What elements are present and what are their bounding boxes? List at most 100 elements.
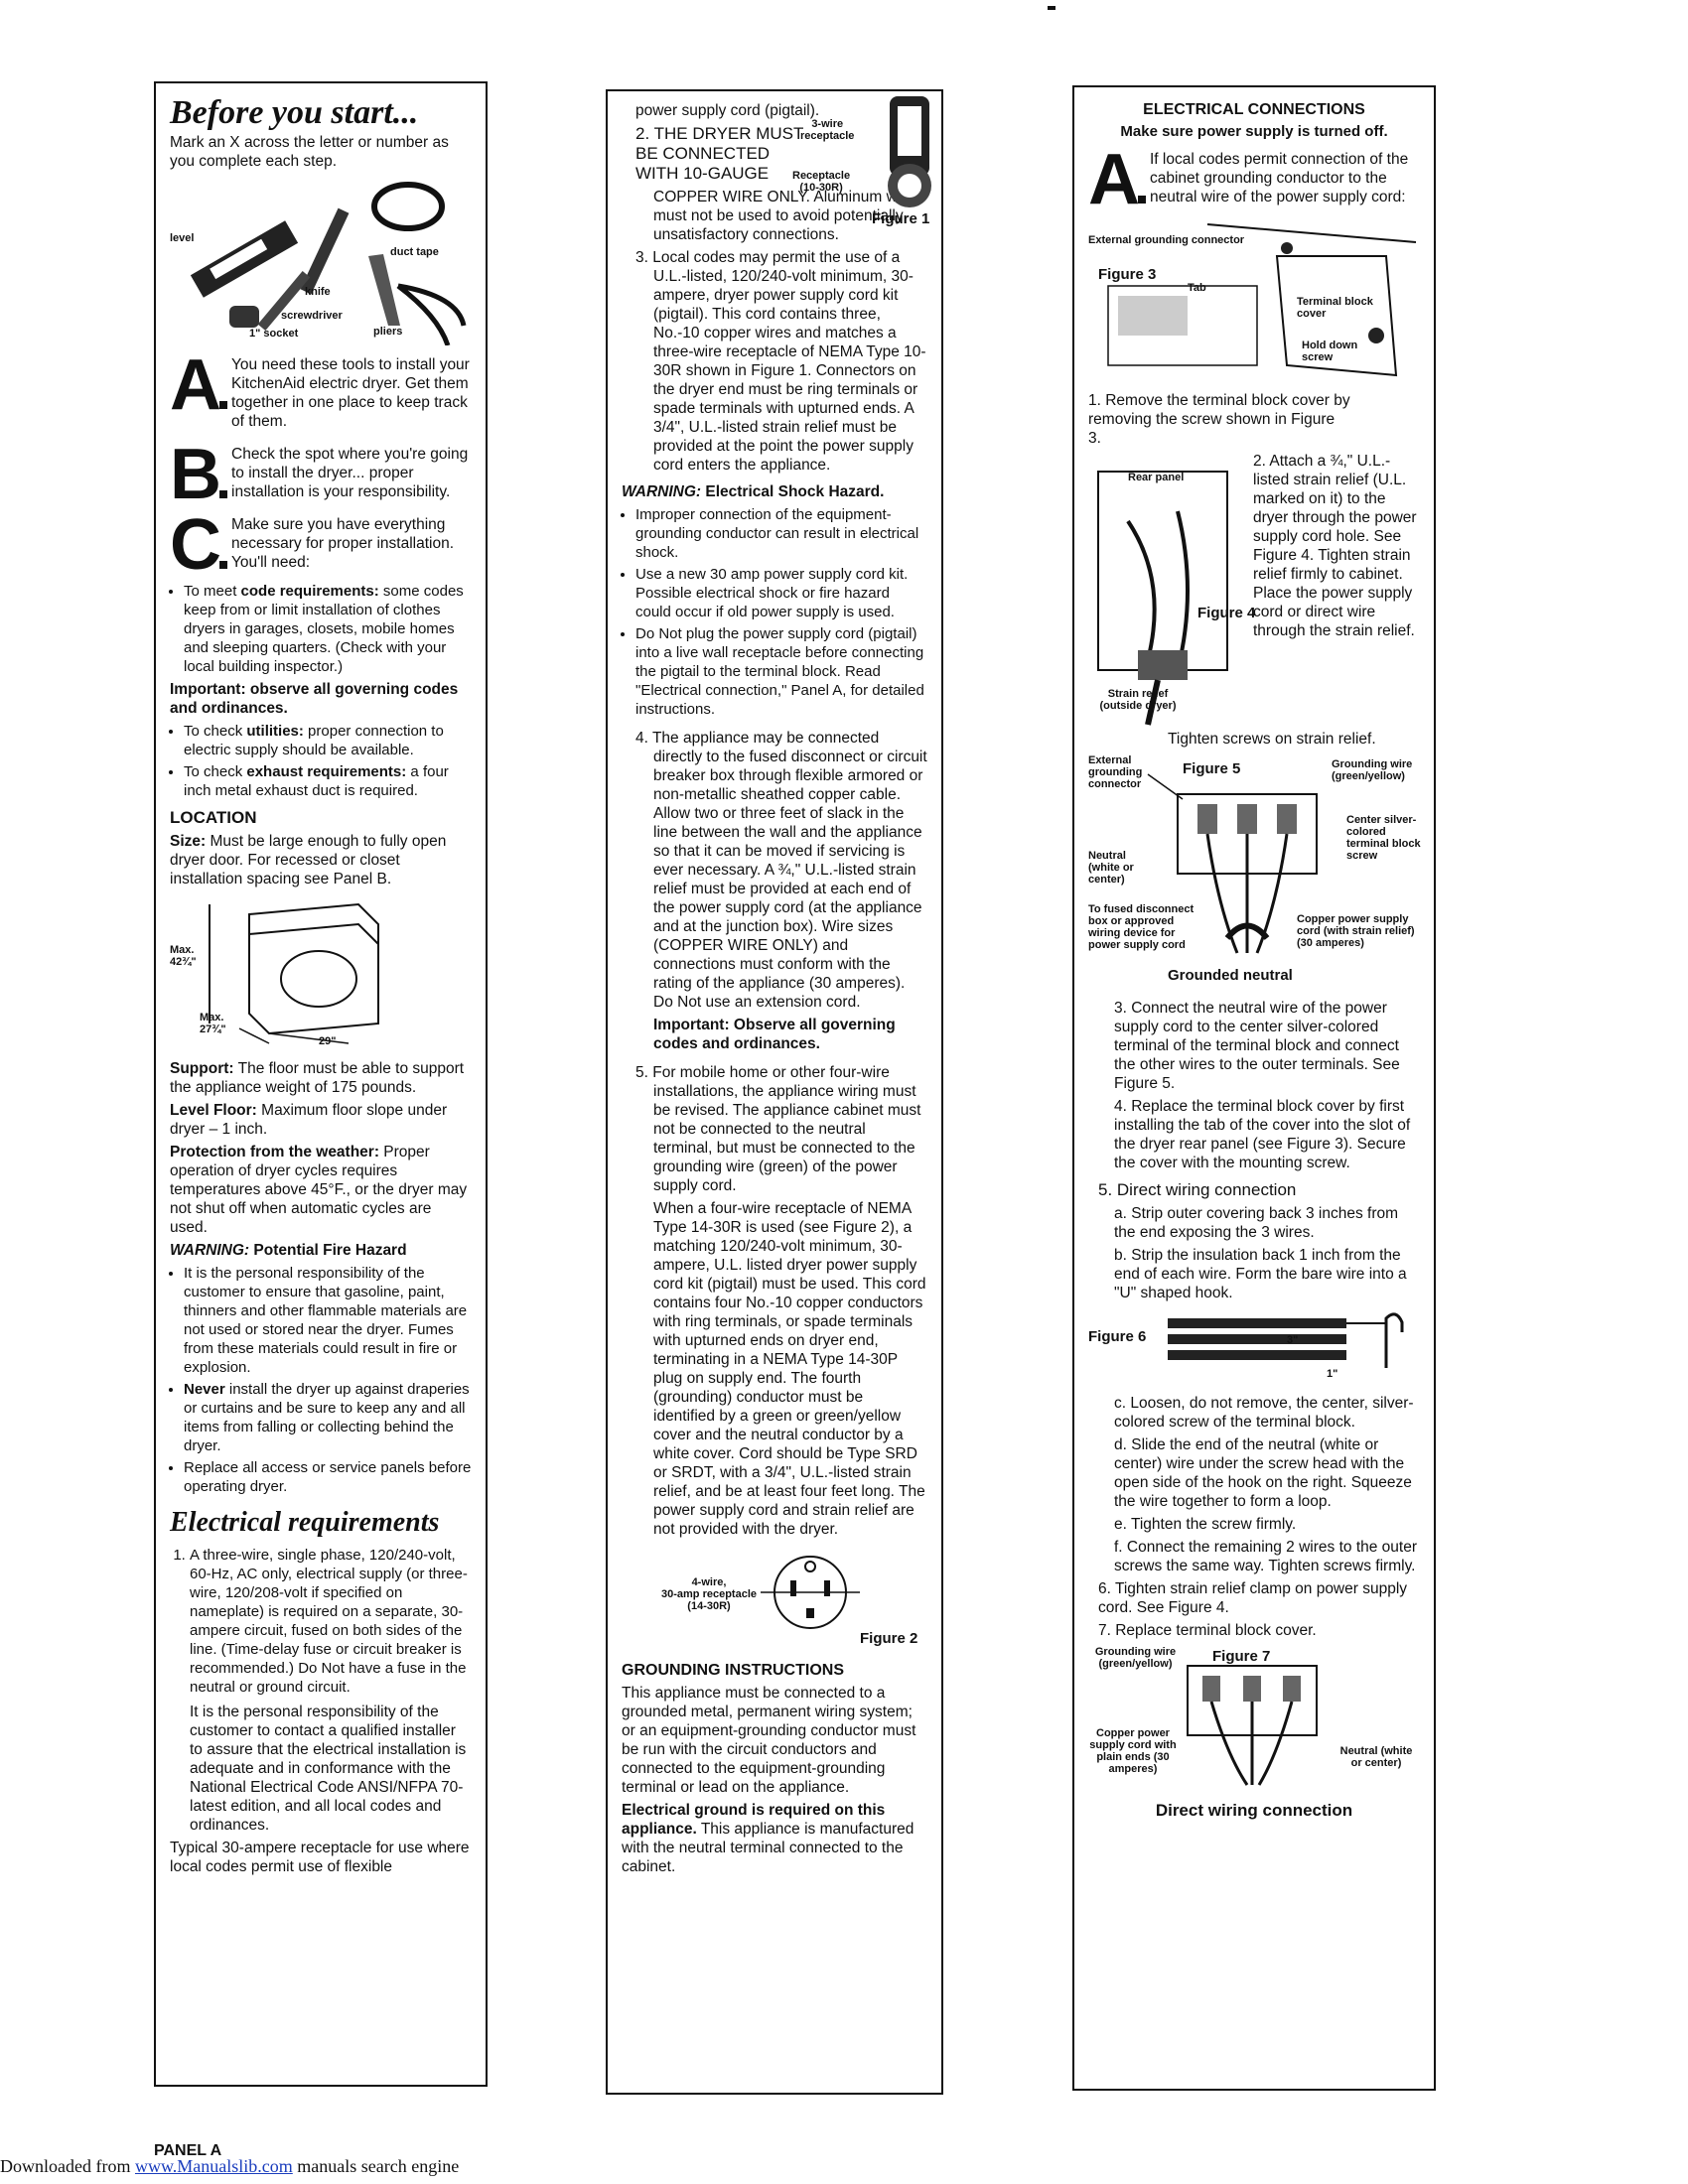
fig4-strain-label: Strain relief (outside dryer)	[1099, 688, 1177, 712]
stripped-wire-icon	[1168, 1312, 1404, 1368]
fig6-1in: 1"	[1327, 1368, 1338, 1380]
label-max-depth: Max.27¾"	[200, 1012, 226, 1035]
strain-relief-icon	[1097, 471, 1228, 726]
support-lead: Support:	[170, 1060, 234, 1077]
fig5-neutral-label: Neutral (white or center)	[1088, 850, 1134, 886]
item-text: a four inch metal exhaust duct is requir…	[184, 763, 449, 799]
step-letter-c: C	[170, 515, 227, 576]
item-pre: To meet	[184, 583, 241, 600]
fig2-l3: (14-30R)	[687, 1600, 731, 1612]
item-4-important: Important: Observe all governing codes a…	[653, 1017, 896, 1052]
fire-list: It is the personal responsibility of the…	[170, 1264, 472, 1496]
footer-prefix: Downloaded from	[0, 2156, 135, 2176]
fig5-caption: Figure 5	[1183, 760, 1241, 777]
item-lead: code requirements:	[240, 583, 379, 600]
item-2-rest: COPPER WIRE ONLY. Aluminum wire must not…	[653, 189, 914, 243]
figure-2: 4-wire,30-amp receptacle(14-30R) Figure …	[622, 1545, 927, 1654]
step-5a: a. Strip outer covering back 3 inches fr…	[1114, 1205, 1399, 1241]
item-5b: When a four-wire receptacle of NEMA Type…	[653, 1200, 926, 1538]
warning-body: Electrical Shock Hazard.	[701, 483, 885, 500]
list-item: Improper connection of the equipment-gro…	[635, 505, 927, 562]
dryer-dimensions-figure: Max.42¾" Max.27¾" 29"	[170, 894, 472, 1053]
requirements-list: To meet code requirements: some codes ke…	[170, 582, 472, 676]
item-lead: utilities:	[246, 723, 304, 740]
list-item: To meet code requirements: some codes ke…	[184, 582, 472, 676]
fig3-caption: Figure 3	[1098, 266, 1157, 283]
item-2: 2. THE DRYER MUST BE CONNECTED WITH 10-G…	[622, 96, 931, 244]
level-lead: Level Floor:	[170, 1102, 257, 1119]
item-pre: To check	[184, 723, 247, 740]
fig3-ext-label: External grounding connector	[1088, 234, 1245, 246]
terminal-block-icon	[1147, 773, 1318, 954]
figure-5: External grounding connector Figure 5 Gr…	[1088, 754, 1421, 993]
receptacle-4-wire-icon	[761, 1556, 860, 1629]
step-c-text: Make sure you have everything necessary …	[231, 516, 455, 571]
support-text: Support: The floor must be able to suppo…	[170, 1059, 472, 1097]
power-off-note: Make sure power supply is turned off.	[1120, 123, 1388, 140]
support-body: The floor must be able to support the ap…	[170, 1060, 465, 1096]
label-width: 29"	[319, 1035, 337, 1047]
fig5-center-label: Center silver-colored terminal block scr…	[1346, 814, 1421, 862]
requirements-list-2: To check utilities: proper connection to…	[170, 722, 472, 800]
fig1-l1: 3-wire	[811, 118, 844, 130]
item-3: 3. Local codes may permit the use of a U…	[635, 249, 926, 474]
step-letter-a: A	[170, 355, 227, 425]
step-4: 4. Replace the terminal block cover by f…	[1114, 1098, 1411, 1171]
connections-heading: ELECTRICAL CONNECTIONS	[1143, 101, 1365, 118]
label-max-height: Max.42¾"	[170, 944, 197, 968]
figure-3: External grounding connector Figure 3 Ta…	[1088, 216, 1420, 385]
page-mark	[1048, 6, 1055, 10]
item-3-text: Local codes may permit the use of a U.L.…	[652, 249, 926, 474]
item-text: A three-wire, single phase, 120/240-volt…	[190, 1547, 468, 1696]
fig7-title: Direct wiring connection	[1155, 1801, 1353, 1820]
label-pliers: pliers	[373, 326, 403, 338]
step-c: C Make sure you have everything necessar…	[170, 515, 472, 576]
fig7-neutral-label: Neutral (white or center)	[1339, 1745, 1413, 1769]
label-screwdriver: screwdriver	[281, 310, 343, 322]
weather-text: Protection from the weather: Proper oper…	[170, 1143, 472, 1237]
list-item: Never install the dryer up against drape…	[184, 1380, 472, 1455]
shock-list: Improper connection of the equipment-gro…	[622, 505, 927, 719]
elec-continuation: Typical 30-ampere receptacle for use whe…	[170, 1840, 470, 1875]
label-level: level	[170, 232, 195, 244]
fire-warning: WARNING: Potential Fire Hazard	[170, 1241, 472, 1260]
step-7: 7. Replace terminal block cover.	[1098, 1622, 1317, 1639]
step-3: 3. Connect the neutral wire of the power…	[1114, 1000, 1400, 1092]
fig2-l1: 4-wire,	[691, 1576, 727, 1588]
item-text: proper connection to electric supply sho…	[184, 723, 444, 758]
footer-link[interactable]: www.Manualslib.com	[134, 2156, 293, 2176]
item-lead: exhaust requirements:	[246, 763, 407, 780]
direct-wiring-icon	[1187, 1665, 1318, 1786]
list-item: Do Not plug the power supply cord (pigta…	[635, 624, 927, 719]
size-body: Must be large enough to fully open dryer…	[170, 833, 447, 887]
dim-label: Max.	[170, 944, 195, 956]
list-item: It is the personal responsibility of the…	[184, 1264, 472, 1377]
step-5: 5. Direct wiring connection	[1098, 1180, 1297, 1199]
fig2-label: 4-wire,30-amp receptacle(14-30R)	[661, 1576, 757, 1612]
fig5-fused-label: To fused disconnect box or approved wiri…	[1088, 903, 1195, 951]
section-title-before-start: Before you start...	[170, 94, 419, 131]
dryer-icon	[209, 902, 379, 1044]
level-body: Maximum floor slope under dryer – 1 inch…	[170, 1102, 448, 1138]
item-4-text: The appliance may be connected directly …	[651, 730, 927, 1011]
fig1-l3: Receptacle	[792, 170, 851, 182]
fig6-3in: 3"	[1287, 1334, 1299, 1346]
fig7-copper-label: Copper power supply cord with plain ends…	[1089, 1727, 1177, 1775]
fig5-ext-label: External grounding connector	[1088, 754, 1143, 790]
item-text: some codes keep from or limit installati…	[184, 583, 464, 675]
level-floor-text: Level Floor: Maximum floor slope under d…	[170, 1101, 472, 1139]
fig1-label-receptacle: Receptacle(10-30R)	[792, 170, 850, 194]
figure-7: Grounding wire (green/yellow) Figure 7 C…	[1088, 1646, 1420, 1795]
grounding-heading: GROUNDING INSTRUCTIONS	[622, 1662, 844, 1679]
weather-body: Proper operation of dryer cycles require…	[170, 1144, 468, 1236]
column-electrical-connections: ELECTRICAL CONNECTIONS Make sure power s…	[1072, 85, 1436, 2091]
ground-bold: Electrical ground is required on this ap…	[622, 1802, 886, 1838]
figure-6: Figure 6 3" 1"	[1088, 1308, 1420, 1388]
item-2-lead-wrap: 2. THE DRYER MUST BE CONNECTED WITH 10-G…	[622, 124, 814, 184]
footer: Downloaded from www.Manualslib.com manua…	[0, 2156, 459, 2177]
column-before-you-start: Before you start... Mark an X across the…	[154, 81, 488, 2087]
grounding-text: This appliance must be connected to a gr…	[622, 1685, 916, 1796]
electrical-requirements-title: Electrical requirements	[170, 1507, 440, 1538]
shock-warning: WARNING: Electrical Shock Hazard.	[622, 482, 927, 501]
